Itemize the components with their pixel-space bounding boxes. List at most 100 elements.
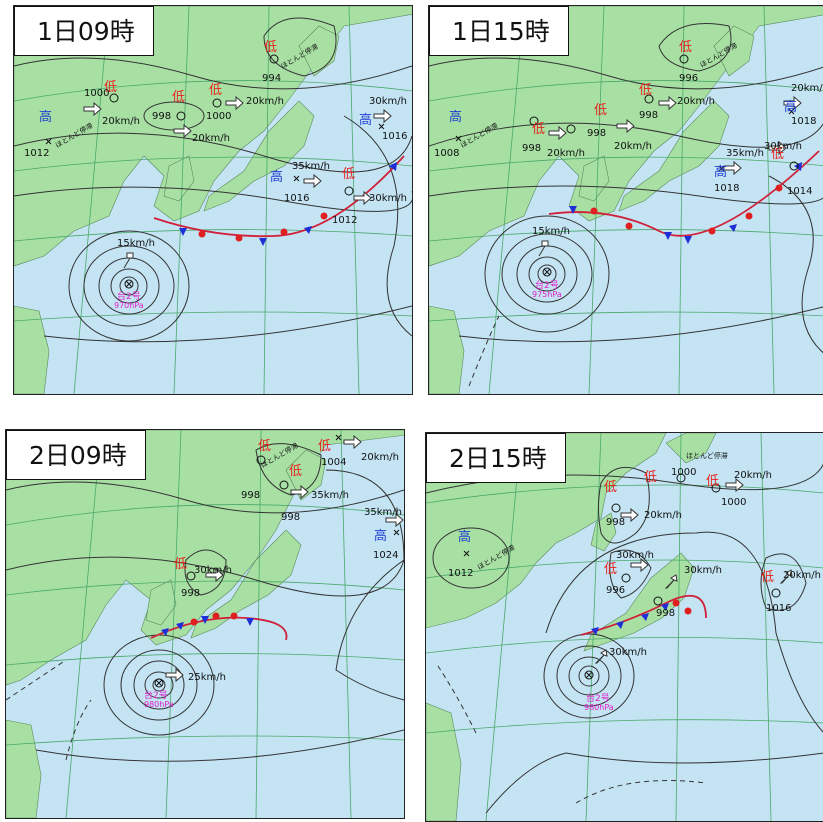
- isobars: [429, 23, 823, 387]
- arrow-icon: [225, 95, 244, 111]
- high-kanji: 高: [458, 529, 471, 545]
- panel-title: 1日09時: [14, 6, 154, 56]
- low-kanji: 低: [104, 80, 117, 95]
- low-kanji: 低: [771, 147, 784, 162]
- typhoon-pressure: 975hPa: [532, 290, 562, 299]
- high-speed: 35km/h: [364, 507, 402, 518]
- low-speed: ほとんど停滞: [686, 451, 728, 460]
- low-pressure: 1000: [671, 467, 696, 478]
- low-pressure: 998: [639, 110, 658, 121]
- arrow-icon: [616, 118, 635, 134]
- low-kanji: 低: [174, 557, 187, 572]
- motion-arrows: [165, 434, 404, 683]
- high-kanji: 高: [449, 109, 462, 125]
- arrow-icon: [385, 512, 404, 528]
- arrow-icon: [723, 160, 742, 176]
- low-pressure: 1016: [766, 603, 791, 614]
- weather-map-panel-4: 低 1000 ほとんど停滞 低 998 20km/h 低 1000 20km/h…: [425, 432, 823, 822]
- arrow-icon: [123, 252, 134, 269]
- low-speed: 30km/h: [764, 141, 802, 152]
- pressure-center-markers: [455, 54, 799, 172]
- low-pressure: 998: [656, 608, 675, 619]
- arrow-icon: [725, 477, 744, 493]
- high-pressure: 1016: [382, 131, 407, 142]
- typhoon-name: 台2号: [586, 692, 610, 704]
- pressure-center-markers: [186, 434, 400, 581]
- map-canvas: 低 998 ほとんど停滞 低 998 35km/h 低 1004 20km/h …: [6, 430, 404, 818]
- low-pressure: 994: [262, 73, 281, 84]
- pressure-center-markers: [45, 54, 385, 196]
- low-speed: 35km/h: [311, 490, 349, 501]
- front-marks: [179, 162, 397, 246]
- low-pressure: 1000: [721, 497, 746, 508]
- low-kanji: 低: [209, 83, 222, 98]
- low-pressure: 998: [181, 588, 200, 599]
- low-speed: 20km/h: [614, 141, 652, 152]
- arrow-icon: [290, 484, 309, 500]
- arrow-icon: [783, 95, 802, 111]
- low-kanji: 低: [594, 103, 607, 118]
- low-pressure: 1012: [332, 215, 357, 226]
- high-kanji: 高: [359, 112, 372, 128]
- low-kanji: 低: [289, 464, 302, 479]
- weather-map-panel-3: 低 998 ほとんど停滞 低 998 35km/h 低 1004 20km/h …: [5, 429, 405, 819]
- arrow-icon: [620, 507, 639, 523]
- weather-map-panel-1: 低 994 ほとんど停滞 低 1000 20km/h 低 998 20km/h …: [13, 5, 413, 395]
- low-pressure: 996: [606, 585, 625, 596]
- stationary-front: [580, 594, 707, 636]
- low-kanji: 低: [761, 570, 774, 585]
- arrow-icon: [630, 557, 649, 573]
- low-speed: 20km/h: [192, 133, 230, 144]
- arrow-icon: [353, 190, 372, 206]
- isobars: [6, 443, 404, 762]
- low-kanji: 低: [264, 40, 277, 55]
- high-kanji: 高: [374, 528, 387, 544]
- isobars: [14, 17, 412, 343]
- low-pressure: 998: [522, 143, 541, 154]
- front-marks: [161, 612, 254, 636]
- high-pressure: 1012: [24, 148, 49, 159]
- low-kanji: 低: [172, 90, 185, 105]
- high-pressure: 1012: [448, 568, 473, 579]
- panel-title: 2日15時: [426, 433, 566, 483]
- typhoon-center-icon: [542, 267, 552, 277]
- motion-arrows: [594, 477, 793, 664]
- arrow-icon: [83, 101, 102, 117]
- arrow-icon: [303, 173, 322, 189]
- map-canvas: 低 996 ほとんど停滞 低 998 20km/h 低 998 20km/h 低…: [429, 6, 823, 394]
- arrow-icon: [165, 667, 184, 683]
- low-speed: 20km/h: [246, 96, 284, 107]
- high-pressure: 1018: [791, 116, 816, 127]
- low-kanji: 低: [644, 470, 657, 485]
- typhoon-speed: 15km/h: [532, 226, 570, 237]
- low-speed: 20km/h: [547, 148, 585, 159]
- arrow-icon: [664, 574, 678, 589]
- low-speed: 20km/h: [677, 96, 715, 107]
- low-speed: 20km/h: [361, 452, 399, 463]
- typhoon-pressure: 970hPa: [114, 301, 144, 310]
- low-speed: 30km/h: [194, 565, 232, 576]
- typhoon-speed: 15km/h: [117, 238, 155, 249]
- low-kanji: 低: [342, 167, 355, 182]
- typhoon-pressure: 980hPa: [584, 703, 614, 712]
- pressure-center-markers: [463, 473, 781, 606]
- low-speed: 30km/h: [616, 550, 654, 561]
- weather-map-panel-2: 低 996 ほとんど停滞 低 998 20km/h 低 998 20km/h 低…: [428, 5, 823, 395]
- typhoon-center-icon: [154, 678, 164, 688]
- low-kanji: 低: [639, 83, 652, 98]
- typhoon-speed: 25km/h: [188, 672, 226, 683]
- low-kanji: 低: [604, 562, 617, 577]
- landmass: [429, 6, 823, 394]
- low-speed: 20km/h: [644, 510, 682, 521]
- map-canvas: 低 994 ほとんど停滞 低 1000 20km/h 低 998 20km/h …: [14, 6, 412, 394]
- low-kanji: 低: [532, 122, 545, 137]
- high-speed: 20km/h: [791, 83, 823, 94]
- high-pressure: 1016: [284, 193, 309, 204]
- panel-title: 2日09時: [6, 430, 146, 480]
- low-pressure: 998: [152, 111, 171, 122]
- low-pressure: 998: [587, 128, 606, 139]
- arrow-icon: [548, 125, 567, 141]
- motion-arrows: [83, 95, 392, 269]
- typhoon-name: 台2号: [144, 689, 168, 701]
- high-pressure: 1024: [373, 550, 398, 561]
